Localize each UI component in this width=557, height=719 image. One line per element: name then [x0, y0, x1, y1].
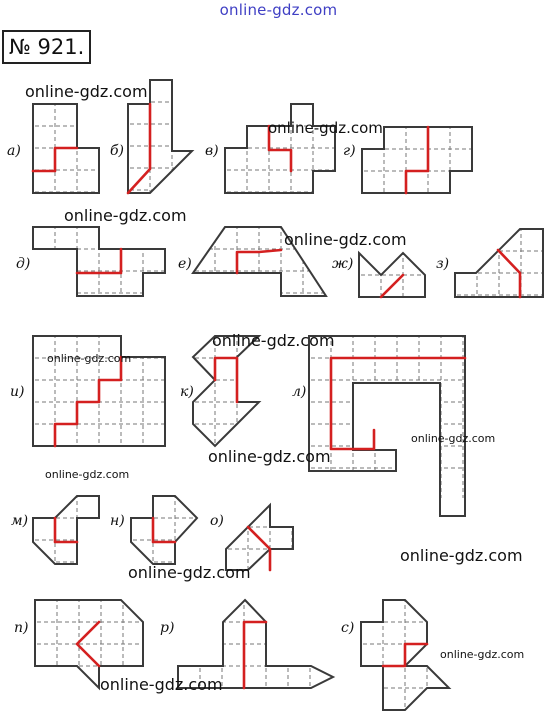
- figure-p: [34, 599, 144, 691]
- figure-label-d: д): [16, 256, 30, 272]
- cut-line: [151, 516, 177, 544]
- watermark-text: online-gdz.com: [208, 447, 331, 466]
- cut-line: [379, 273, 405, 299]
- watermark-text: online-gdz.com: [212, 331, 335, 350]
- watermark-text: online-gdz.com: [100, 675, 223, 694]
- figure-b: [126, 79, 195, 195]
- figure-label-z: з): [436, 256, 449, 272]
- watermark-text: online-gdz.com: [284, 230, 407, 249]
- figure-k: [191, 335, 262, 448]
- watermark-text: online-gdz.com: [268, 119, 383, 137]
- figure-v: [224, 103, 336, 194]
- figure-outline: [127, 79, 195, 194]
- figure-label-p: п): [14, 620, 28, 636]
- cut-line: [75, 247, 123, 275]
- watermark-text: online-gdz.com: [45, 468, 129, 481]
- figure-label-zh: ж): [332, 256, 353, 272]
- figure-label-s: с): [341, 620, 354, 636]
- figure-label-l: л): [292, 384, 306, 400]
- figure-label-n: н): [110, 513, 125, 529]
- figure-label-g: г): [343, 143, 356, 159]
- cut-line: [246, 525, 272, 572]
- cut-line: [235, 248, 283, 275]
- figure-n: [130, 495, 199, 565]
- figure-z: [454, 228, 544, 299]
- figure-outline: [191, 226, 328, 297]
- figure-r: [177, 598, 336, 690]
- figure-i: [32, 335, 166, 448]
- watermark-text: online-gdz.com: [411, 432, 495, 445]
- figure-label-i: и): [10, 384, 24, 400]
- cut-line: [381, 642, 429, 668]
- figure-label-e: е): [178, 256, 192, 272]
- cut-line: [213, 356, 239, 404]
- figure-zh: [358, 250, 426, 299]
- cut-line: [496, 248, 522, 299]
- figure-s: [360, 599, 452, 711]
- figure-outline: [358, 250, 426, 298]
- cut-line: [53, 516, 79, 544]
- figure-outline: [177, 598, 336, 689]
- figure-fill: [131, 496, 197, 564]
- figure-grid: [309, 336, 465, 498]
- figure-grid: [35, 600, 143, 688]
- figure-label-k: к): [180, 384, 194, 400]
- problem-number-label: № 921.: [9, 35, 85, 59]
- figure-label-v: в): [205, 143, 219, 159]
- cut-line: [404, 125, 430, 195]
- figure-label-b: б): [110, 143, 124, 159]
- figure-label-o: о): [210, 513, 224, 529]
- cut-line: [329, 356, 467, 451]
- figure-a: [31, 103, 100, 194]
- figure-outline: [32, 495, 100, 565]
- figure-outline: [225, 502, 294, 571]
- figure-m: [32, 495, 100, 565]
- cut-line: [126, 102, 152, 195]
- watermark-text: online-gdz.com: [440, 648, 524, 661]
- figure-outline: [32, 103, 100, 194]
- figure-fill: [362, 127, 472, 193]
- watermark-text: online-gdz.com: [64, 206, 187, 225]
- figure-g: [361, 125, 473, 195]
- problem-number: № 921.: [2, 30, 92, 64]
- figure-outline: [361, 126, 473, 194]
- figure-fill: [309, 336, 465, 516]
- figure-o: [225, 502, 294, 572]
- figure-label-a: а): [7, 143, 21, 159]
- cut-line: [75, 620, 101, 668]
- figure-outline: [32, 335, 166, 447]
- figure-outline: [130, 495, 199, 565]
- watermark-text: online-gdz.com: [400, 546, 523, 565]
- cut-line: [31, 146, 79, 173]
- figure-label-m: м): [11, 513, 28, 529]
- figure-outline: [454, 228, 544, 298]
- figure-fill: [128, 80, 192, 193]
- figure-outline: [224, 103, 336, 194]
- watermark-text: online-gdz.com: [25, 82, 148, 101]
- watermark-text: online-gdz.com: [128, 563, 251, 582]
- cut-line: [242, 620, 268, 690]
- figure-outline: [191, 335, 262, 448]
- figure-outline: [360, 599, 452, 711]
- figure-d: [32, 226, 166, 297]
- figure-fill: [33, 496, 99, 564]
- figure-outline: [32, 226, 166, 297]
- site-header[interactable]: online-gdz.com: [219, 1, 338, 19]
- figure-label-r: р): [160, 620, 174, 636]
- cut-line: [267, 124, 293, 173]
- watermark-text: online-gdz.com: [47, 352, 131, 365]
- figure-l: [308, 335, 467, 517]
- cut-line: [53, 355, 123, 448]
- figure-outline: [308, 335, 466, 517]
